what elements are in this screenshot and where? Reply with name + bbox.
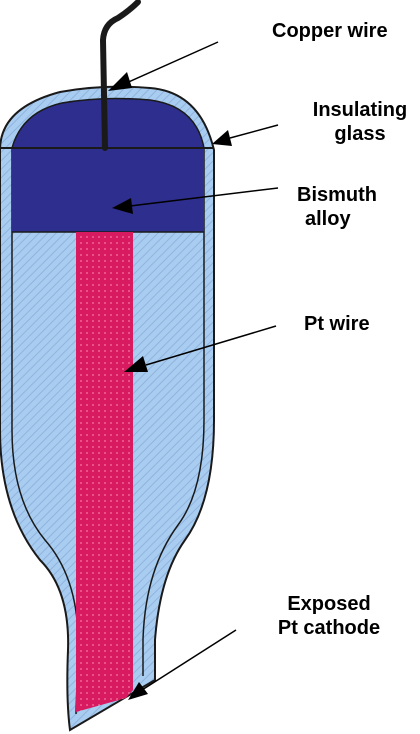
exposed-cathode-label: Exposed Pt cathode xyxy=(277,593,381,639)
arrows xyxy=(108,41,279,700)
pt-wire xyxy=(76,232,133,712)
insulating-glass-arrow xyxy=(229,124,279,139)
pt-wire-label: Pt wire xyxy=(304,313,370,335)
bismuth-alloy-block xyxy=(12,148,204,232)
pt-wire-arrow xyxy=(145,325,277,366)
copper-wire-label: Copper wire xyxy=(272,20,388,42)
bismuth-dome xyxy=(11,97,205,149)
copper-wire xyxy=(99,0,141,151)
insulating-glass-label: Insulating glass xyxy=(312,99,408,145)
exposed-cathode-arrow xyxy=(141,629,237,691)
bismuth-alloy-label: Bismuth alloy xyxy=(297,184,377,230)
bismuth-alloy-arrow xyxy=(129,187,279,207)
copper-wire-arrow xyxy=(123,41,219,85)
